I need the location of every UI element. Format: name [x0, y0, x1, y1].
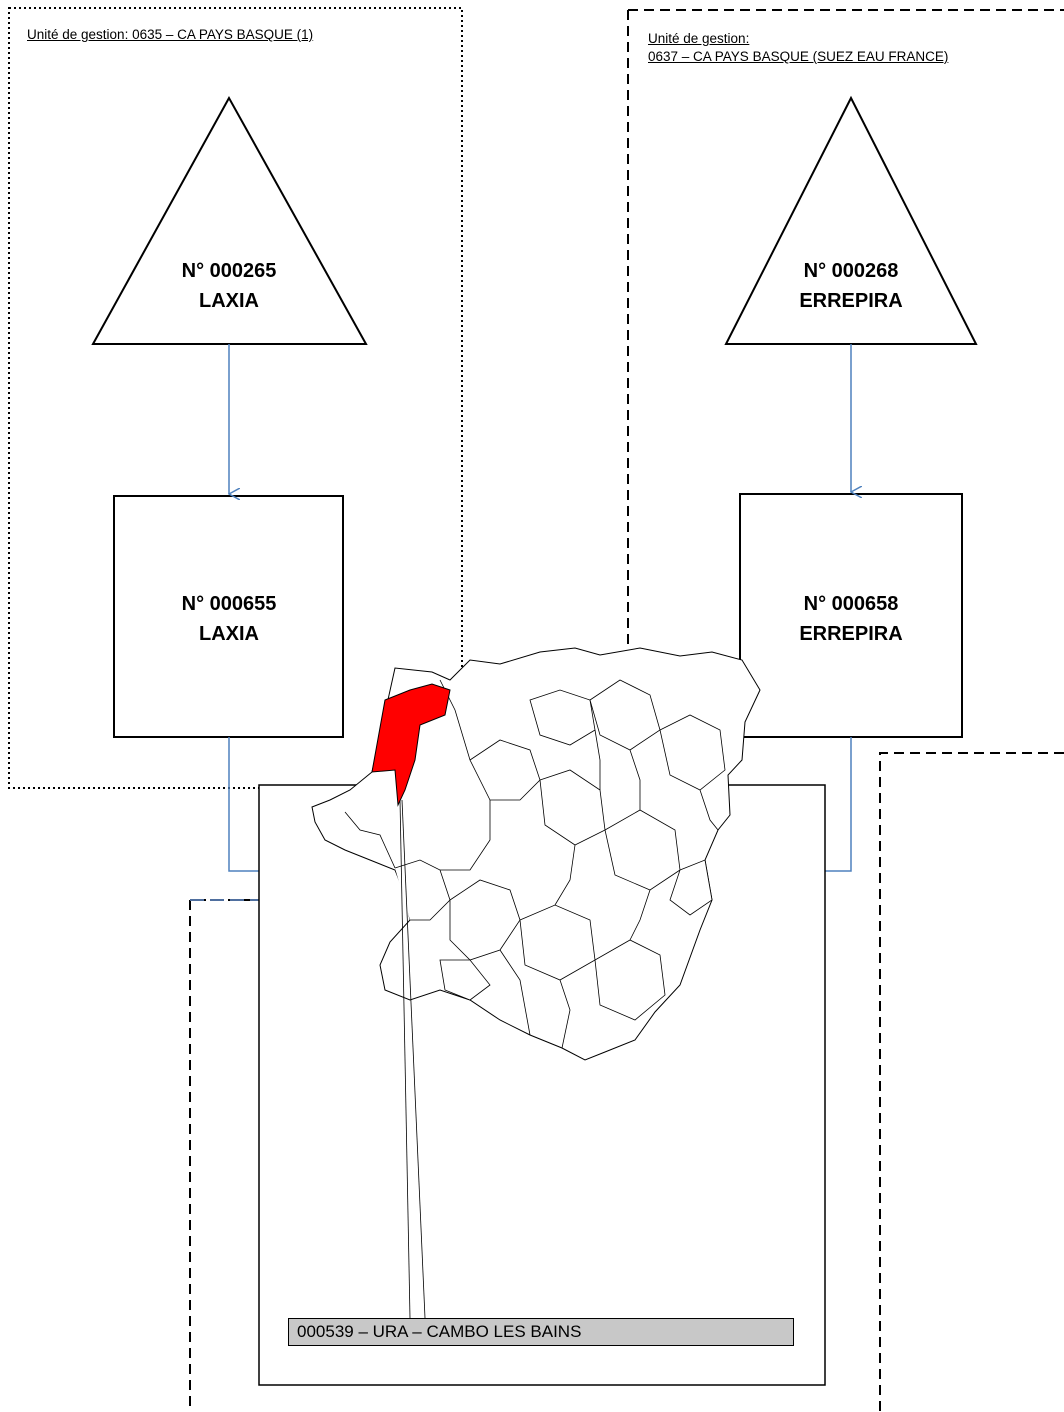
- station-right-number: N° 000658: [803, 593, 899, 615]
- commune-boundary: [659, 714, 726, 791]
- station-box-right[interactable]: [739, 493, 963, 738]
- commune-boundary: [499, 949, 531, 1036]
- commune-boundary: [554, 844, 576, 906]
- station-box-left[interactable]: [113, 495, 344, 738]
- highlighted-commune: [371, 683, 451, 807]
- management-unit-right-label-line1: Unité de gestion:: [648, 31, 750, 46]
- source-right-number: N° 000268: [803, 260, 899, 282]
- commune-boundary: [440, 800, 491, 871]
- management-unit-third-frame: [879, 752, 1064, 1412]
- commune-boundary: [559, 979, 571, 1049]
- leader-line: [401, 799, 426, 1319]
- station-right-name: ERREPIRA: [799, 623, 903, 645]
- management-unit-left-label: Unité de gestion: 0635 – CA PAYS BASQUE …: [27, 27, 314, 42]
- commune-boundary: [594, 729, 601, 790]
- commune-boundary: [629, 749, 641, 810]
- source-left-number: N° 000265: [181, 260, 277, 282]
- leader-line: [399, 799, 411, 1319]
- commune-boundary: [394, 859, 451, 921]
- commune-boundary: [449, 879, 521, 961]
- commune-map: [311, 647, 761, 1319]
- commune-boundary: [344, 811, 396, 869]
- commune-boundary: [699, 789, 719, 831]
- station-left-name: LAXIA: [199, 623, 259, 645]
- commune-boundary: [629, 889, 651, 941]
- commune-boundaries: [344, 679, 726, 1049]
- commune-boundary: [439, 959, 491, 1001]
- source-left-name: LAXIA: [199, 290, 259, 312]
- commune-label: 000539 – URA – CAMBO LES BAINS: [288, 1318, 794, 1346]
- management-unit-right-label-line2: 0637 – CA PAYS BASQUE (SUEZ EAU FRANCE): [648, 49, 949, 64]
- commune-boundary: [669, 859, 713, 916]
- source-right-name: ERREPIRA: [799, 290, 903, 312]
- station-left-number: N° 000655: [181, 593, 277, 615]
- management-unit-left-frame: [8, 7, 463, 789]
